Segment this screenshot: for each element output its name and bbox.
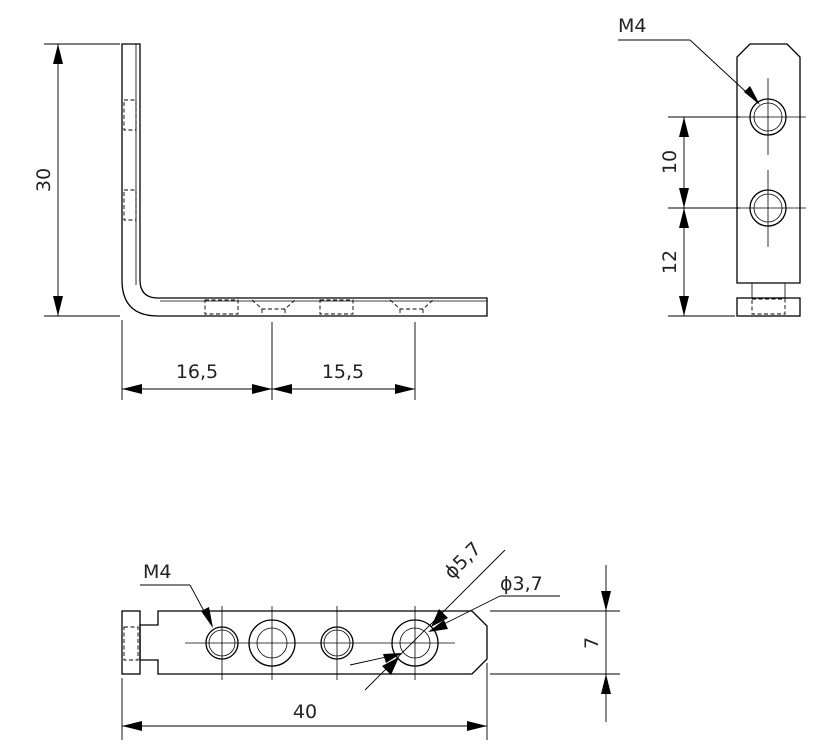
side-view: 30 16,5 15,5 xyxy=(33,43,488,400)
end-view: 10 12 M4 xyxy=(618,15,806,317)
length-dim-label: 40 xyxy=(293,701,317,723)
width-dim-label: 7 xyxy=(581,637,603,649)
right-dim-label: 15,5 xyxy=(322,361,364,383)
end-view-thread-label: M4 xyxy=(618,15,646,37)
top-view-tab xyxy=(121,610,141,675)
spacing-dim-label: 10 xyxy=(659,150,681,174)
top-view-thread-label: M4 xyxy=(143,561,171,583)
hidden-hole-h1 xyxy=(204,299,239,315)
top-view: 7 40 M4 ϕ5,7 ϕ3,7 xyxy=(121,538,620,740)
bottom-dim-label: 12 xyxy=(659,250,681,274)
top-view-hidden-hole xyxy=(123,626,139,661)
inner-diameter-label: ϕ3,7 xyxy=(500,573,543,595)
top-view-outline xyxy=(139,610,488,675)
end-view-outline xyxy=(736,43,801,284)
hidden-counterbore-1 xyxy=(251,299,296,316)
left-dim-label: 16,5 xyxy=(176,361,218,383)
hidden-hole-lower xyxy=(123,189,137,221)
end-view-base xyxy=(736,297,801,317)
end-view-hidden-hole xyxy=(751,298,786,315)
hidden-counterbore-2 xyxy=(389,299,434,316)
height-dim-label: 30 xyxy=(33,168,55,192)
hidden-hole-upper xyxy=(123,99,137,131)
hidden-hole-h2 xyxy=(319,299,354,315)
bracket-profile xyxy=(121,43,488,317)
